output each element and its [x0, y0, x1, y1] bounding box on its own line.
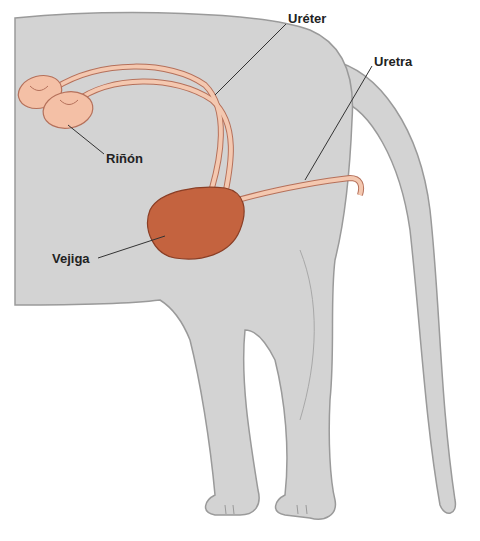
- part-label: Vejiga: [52, 252, 90, 265]
- ureter: [55, 67, 221, 188]
- leader-line: [68, 125, 104, 154]
- leader-line: [98, 236, 165, 258]
- part-label: Uréter: [288, 12, 326, 25]
- cat-body: [15, 13, 353, 519]
- paw-toes: [225, 505, 307, 514]
- ureter-outline: [75, 81, 231, 195]
- leader-line: [215, 24, 286, 95]
- bladder: [148, 187, 245, 259]
- leader-line: [305, 66, 372, 180]
- kidney-detail: [30, 86, 78, 105]
- ureter-outline: [55, 67, 221, 188]
- urethra: [238, 178, 361, 200]
- urethra-outline: [238, 178, 361, 200]
- part-label: Riñón: [106, 152, 143, 165]
- leg-contour: [300, 250, 314, 420]
- ureter: [75, 81, 231, 195]
- part-label: Uretra: [374, 55, 412, 68]
